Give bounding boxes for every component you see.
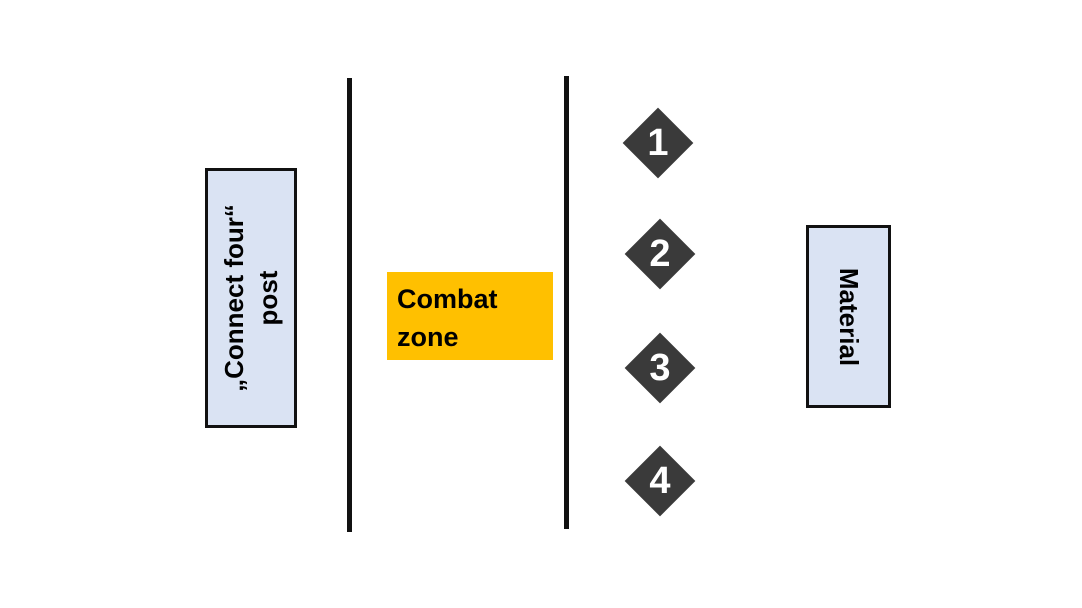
left-boundary-line — [347, 78, 352, 532]
marker-4-diamond: 4 — [624, 445, 696, 517]
combat-zone-line2: zone — [397, 322, 459, 352]
marker-1-label: 1 — [647, 122, 669, 164]
connect-four-post-line1: „Connect four“ — [219, 204, 249, 392]
marker-3-diamond: 3 — [624, 332, 696, 404]
combat-zone-line1: Combat — [397, 284, 498, 314]
material-label: Material — [833, 267, 864, 366]
connect-four-post-line2: post — [253, 270, 283, 326]
marker-2-diamond: 2 — [624, 218, 696, 290]
marker-3-label: 3 — [649, 347, 671, 389]
connect-four-post-label: „Connect four“ post — [217, 204, 285, 392]
marker-4-label: 4 — [649, 460, 671, 502]
connect-four-post-box: „Connect four“ post — [205, 168, 297, 428]
marker-2-label: 2 — [649, 233, 671, 275]
combat-zone-box: Combat zone — [387, 272, 553, 360]
marker-1-diamond: 1 — [622, 107, 694, 179]
material-box: Material — [806, 225, 891, 408]
right-boundary-line — [564, 76, 569, 529]
